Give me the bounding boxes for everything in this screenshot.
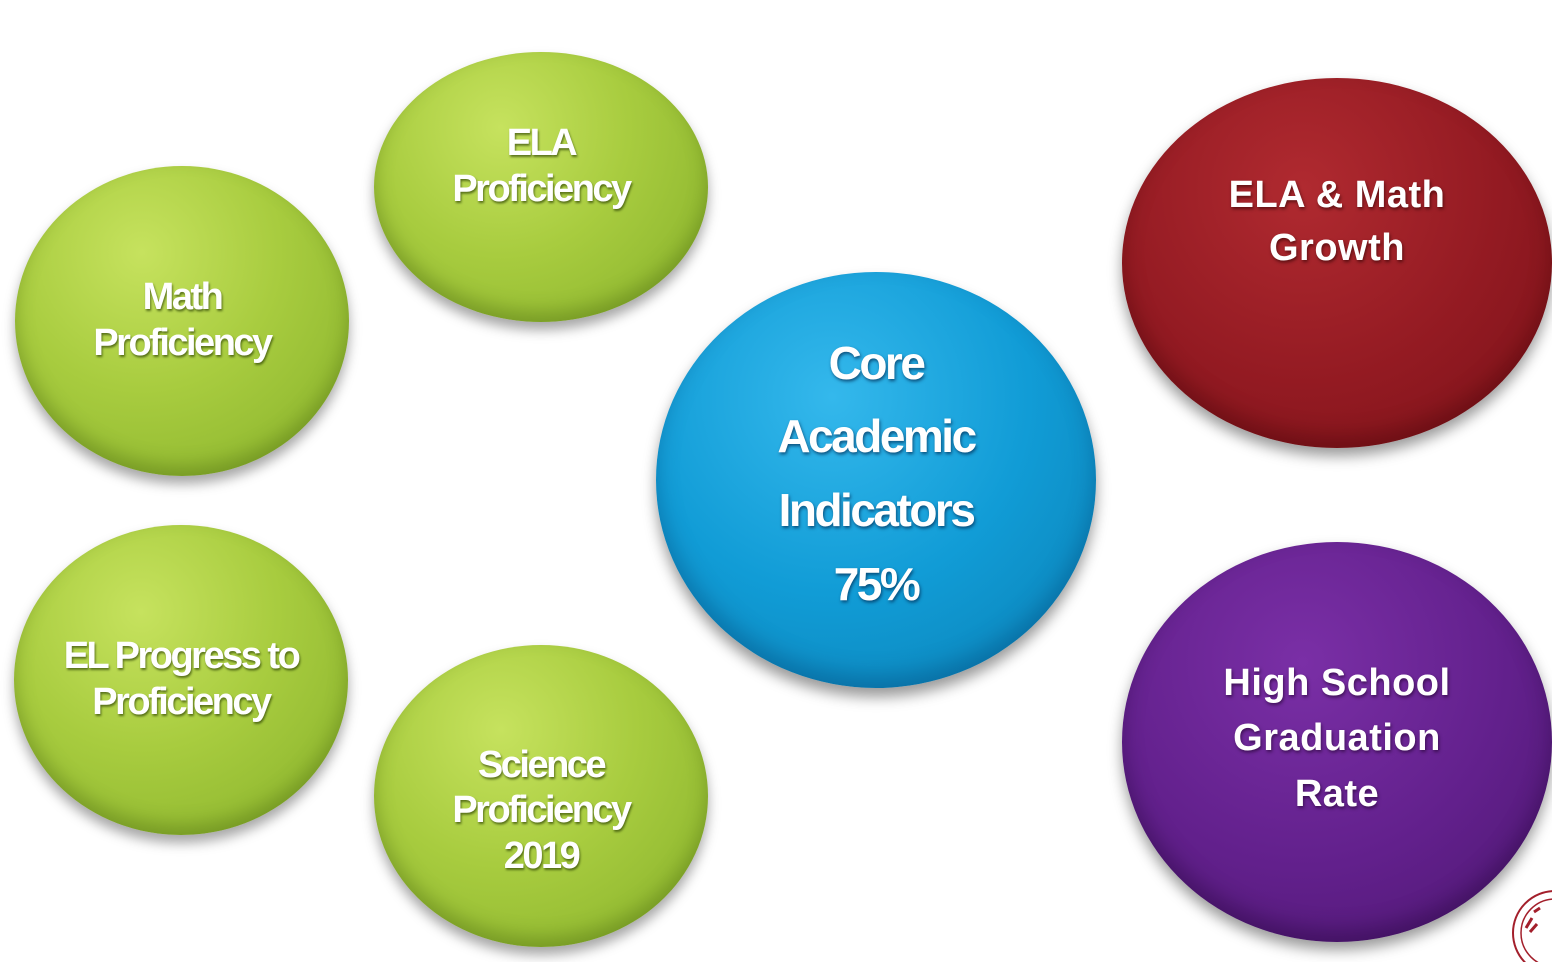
el-progress-label: EL Progress to Proficiency bbox=[63, 635, 301, 723]
ela-proficiency-label: ELA Proficiency bbox=[452, 122, 632, 210]
graduation-rate-bubble: High School Graduation Rate bbox=[1122, 542, 1552, 942]
seal-icon bbox=[1512, 890, 1552, 962]
graduation-rate-label: High School Graduation Rate bbox=[1223, 662, 1451, 815]
ela-math-growth-label: ELA & Math Growth bbox=[1228, 173, 1446, 269]
ela-proficiency-bubble: ELA Proficiency bbox=[374, 52, 708, 322]
core-academic-indicators-bubble: Core Academic Indicators 75% bbox=[656, 272, 1096, 688]
el-progress-bubble: EL Progress to Proficiency bbox=[14, 525, 348, 835]
math-proficiency-bubble: Math Proficiency bbox=[15, 166, 349, 476]
core-academic-indicators-label: Core Academic Indicators 75% bbox=[777, 336, 977, 610]
math-proficiency-label: Math Proficiency bbox=[93, 276, 273, 364]
science-proficiency-label: Science Proficiency 2019 bbox=[452, 743, 632, 877]
ela-math-growth-bubble: ELA & Math Growth bbox=[1122, 78, 1552, 448]
science-proficiency-bubble: Science Proficiency 2019 bbox=[374, 645, 708, 947]
